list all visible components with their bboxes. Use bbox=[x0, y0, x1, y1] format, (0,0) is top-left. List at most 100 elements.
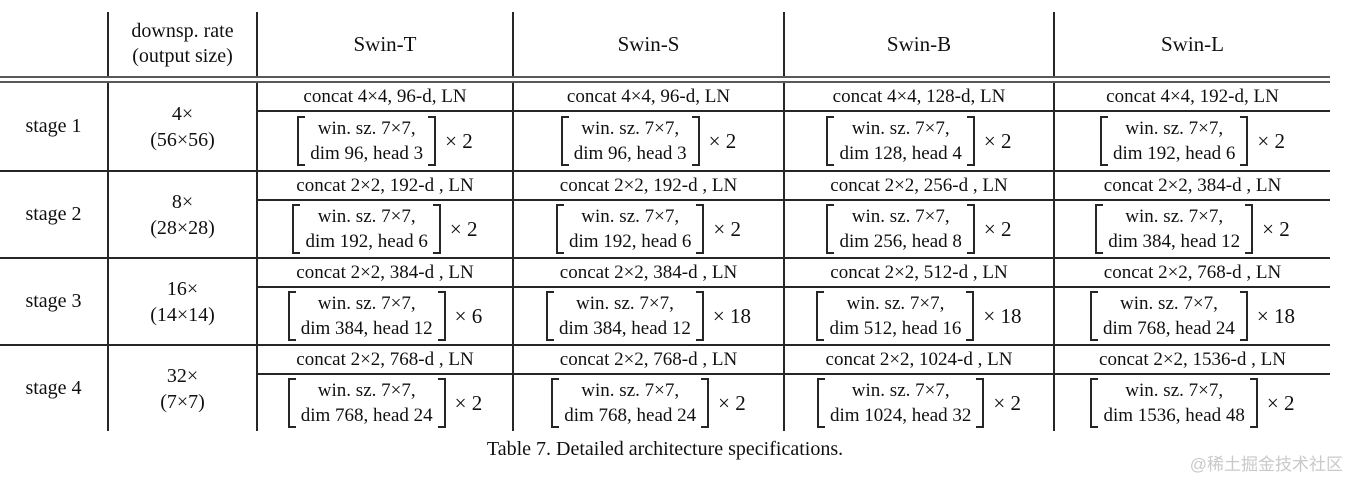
dim-head: dim 768, head 24 bbox=[564, 405, 697, 426]
left-bracket bbox=[292, 204, 301, 254]
transformer-block-spec: win. sz. 7×7, dim 192, head 6 × 2 bbox=[258, 201, 512, 257]
window-size: win. sz. 7×7, bbox=[317, 293, 416, 314]
transformer-block-spec: win. sz. 7×7, dim 96, head 3 × 2 bbox=[258, 112, 512, 170]
block-multiplier: × 18 bbox=[712, 303, 752, 328]
left-bracket bbox=[1089, 291, 1098, 341]
patch-merging-spec: concat 4×4, 96-d, LN bbox=[514, 83, 783, 112]
window-size: win. sz. 7×7, bbox=[1125, 118, 1224, 139]
left-bracket bbox=[287, 378, 296, 428]
right-bracket bbox=[976, 378, 985, 428]
window-size: win. sz. 7×7, bbox=[576, 293, 674, 314]
window-size: win. sz. 7×7, bbox=[1125, 380, 1224, 401]
right-bracket bbox=[966, 116, 975, 166]
header-downsample-line2: (output size) bbox=[132, 45, 233, 67]
block-multiplier: × 6 bbox=[454, 303, 483, 328]
dim-head: dim 256, head 8 bbox=[839, 231, 962, 252]
dim-head: dim 96, head 3 bbox=[573, 143, 687, 164]
window-size: win. sz. 7×7, bbox=[851, 118, 950, 139]
downsample-rate: 16× bbox=[166, 277, 199, 300]
table-row-stage-4: stage 4 32× (7×7) concat 2×2, 768-d , LN… bbox=[0, 344, 1330, 431]
model-header-swin-l: Swin-L bbox=[1053, 12, 1330, 76]
spec-cell-swin-s: concat 2×2, 384-d , LN win. sz. 7×7, dim… bbox=[512, 259, 783, 344]
spec-cell-swin-s: concat 2×2, 768-d , LN win. sz. 7×7, dim… bbox=[512, 346, 783, 431]
window-size: win. sz. 7×7, bbox=[846, 293, 945, 314]
downsample-cell: 16× (14×14) bbox=[107, 259, 256, 344]
right-bracket bbox=[1240, 116, 1249, 166]
right-bracket bbox=[432, 204, 441, 254]
block-multiplier: × 2 bbox=[993, 390, 1022, 415]
patch-merging-spec: concat 2×2, 512-d , LN bbox=[785, 259, 1053, 288]
patch-merging-spec: concat 2×2, 384-d , LN bbox=[258, 259, 512, 288]
left-bracket bbox=[816, 291, 825, 341]
left-bracket bbox=[826, 204, 835, 254]
transformer-block-spec: win. sz. 7×7, dim 192, head 6 × 2 bbox=[514, 201, 783, 257]
spec-cell-swin-b: concat 4×4, 128-d, LN win. sz. 7×7, dim … bbox=[783, 83, 1053, 170]
patch-merging-spec: concat 2×2, 1536-d , LN bbox=[1055, 346, 1330, 375]
model-header-swin-b: Swin-B bbox=[783, 12, 1053, 76]
patch-merging-spec: concat 2×2, 192-d , LN bbox=[258, 172, 512, 201]
dim-head: dim 192, head 6 bbox=[1112, 143, 1236, 164]
block-multiplier: × 2 bbox=[983, 128, 1012, 153]
transformer-block-spec: win. sz. 7×7, dim 768, head 24 × 18 bbox=[1055, 288, 1330, 344]
header-downsample-line1: downsp. rate bbox=[131, 20, 234, 42]
spec-cell-swin-b: concat 2×2, 512-d , LN win. sz. 7×7, dim… bbox=[783, 259, 1053, 344]
dim-head: dim 384, head 12 bbox=[300, 318, 433, 339]
window-size: win. sz. 7×7, bbox=[581, 380, 680, 401]
dim-head: dim 512, head 16 bbox=[829, 318, 962, 339]
output-size: (28×28) bbox=[150, 216, 215, 239]
dim-head: dim 768, head 24 bbox=[300, 405, 433, 426]
right-bracket bbox=[966, 291, 975, 341]
header-double-rule bbox=[0, 76, 1330, 83]
patch-merging-spec: concat 2×2, 1024-d , LN bbox=[785, 346, 1053, 375]
spec-cell-swin-t: concat 2×2, 384-d , LN win. sz. 7×7, dim… bbox=[256, 259, 512, 344]
downsample-cell: 32× (7×7) bbox=[107, 346, 256, 431]
table-row-stage-1: stage 1 4× (56×56) concat 4×4, 96-d, LN … bbox=[0, 83, 1330, 170]
right-bracket bbox=[695, 291, 704, 341]
window-size: win. sz. 7×7, bbox=[1125, 206, 1224, 227]
patch-merging-spec: concat 2×2, 192-d , LN bbox=[514, 172, 783, 201]
block-multiplier: × 18 bbox=[983, 303, 1022, 328]
spec-cell-swin-b: concat 2×2, 1024-d , LN win. sz. 7×7, di… bbox=[783, 346, 1053, 431]
right-bracket bbox=[1249, 378, 1258, 428]
window-size: win. sz. 7×7, bbox=[851, 380, 950, 401]
right-bracket bbox=[696, 204, 705, 254]
watermark: @稀土掘金技术社区 bbox=[1189, 455, 1343, 474]
window-size: win. sz. 7×7, bbox=[1120, 293, 1218, 314]
model-header-swin-t: Swin-T bbox=[256, 12, 512, 76]
patch-merging-spec: concat 2×2, 384-d , LN bbox=[514, 259, 783, 288]
dim-head: dim 384, head 12 bbox=[558, 318, 691, 339]
transformer-block-spec: win. sz. 7×7, dim 1536, head 48 × 2 bbox=[1055, 375, 1330, 431]
left-bracket bbox=[1099, 116, 1108, 166]
output-size: (7×7) bbox=[160, 390, 205, 413]
dim-head: dim 128, head 4 bbox=[839, 143, 962, 164]
patch-merging-spec: concat 2×2, 768-d , LN bbox=[1055, 259, 1330, 288]
left-bracket bbox=[826, 116, 835, 166]
right-bracket bbox=[1239, 291, 1248, 341]
header-downsample-rate: downsp. rate (output size) bbox=[107, 12, 256, 76]
dim-head: dim 768, head 24 bbox=[1102, 318, 1235, 339]
block-multiplier: × 2 bbox=[708, 128, 737, 153]
left-bracket bbox=[1090, 378, 1099, 428]
stage-label: stage 3 bbox=[25, 290, 82, 312]
transformer-block-spec: win. sz. 7×7, dim 128, head 4 × 2 bbox=[785, 112, 1053, 170]
dim-head: dim 192, head 6 bbox=[305, 231, 428, 252]
dim-head: dim 384, head 12 bbox=[1108, 231, 1241, 252]
model-header-swin-s: Swin-S bbox=[512, 12, 783, 76]
patch-merging-spec: concat 4×4, 128-d, LN bbox=[785, 83, 1053, 112]
spec-cell-swin-s: concat 4×4, 96-d, LN win. sz. 7×7, dim 9… bbox=[512, 83, 783, 170]
transformer-block-spec: win. sz. 7×7, dim 384, head 12 × 18 bbox=[514, 288, 783, 344]
block-multiplier: × 18 bbox=[1256, 303, 1296, 328]
left-bracket bbox=[297, 116, 306, 166]
transformer-block-spec: win. sz. 7×7, dim 192, head 6 × 2 bbox=[1055, 112, 1330, 170]
spec-cell-swin-t: concat 2×2, 192-d , LN win. sz. 7×7, dim… bbox=[256, 172, 512, 257]
block-multiplier: × 2 bbox=[1266, 390, 1295, 415]
right-bracket bbox=[437, 378, 446, 428]
spec-cell-swin-l: concat 2×2, 768-d , LN win. sz. 7×7, dim… bbox=[1053, 259, 1330, 344]
output-size: (56×56) bbox=[150, 128, 215, 151]
table-caption: Table 7. Detailed architecture specifica… bbox=[486, 438, 844, 460]
spec-cell-swin-s: concat 2×2, 192-d , LN win. sz. 7×7, dim… bbox=[512, 172, 783, 257]
dim-head: dim 1536, head 48 bbox=[1103, 405, 1245, 426]
dim-head: dim 1024, head 32 bbox=[829, 405, 972, 426]
spec-cell-swin-l: concat 2×2, 384-d , LN win. sz. 7×7, dim… bbox=[1053, 172, 1330, 257]
spec-cell-swin-t: concat 4×4, 96-d, LN win. sz. 7×7, dim 9… bbox=[256, 83, 512, 170]
